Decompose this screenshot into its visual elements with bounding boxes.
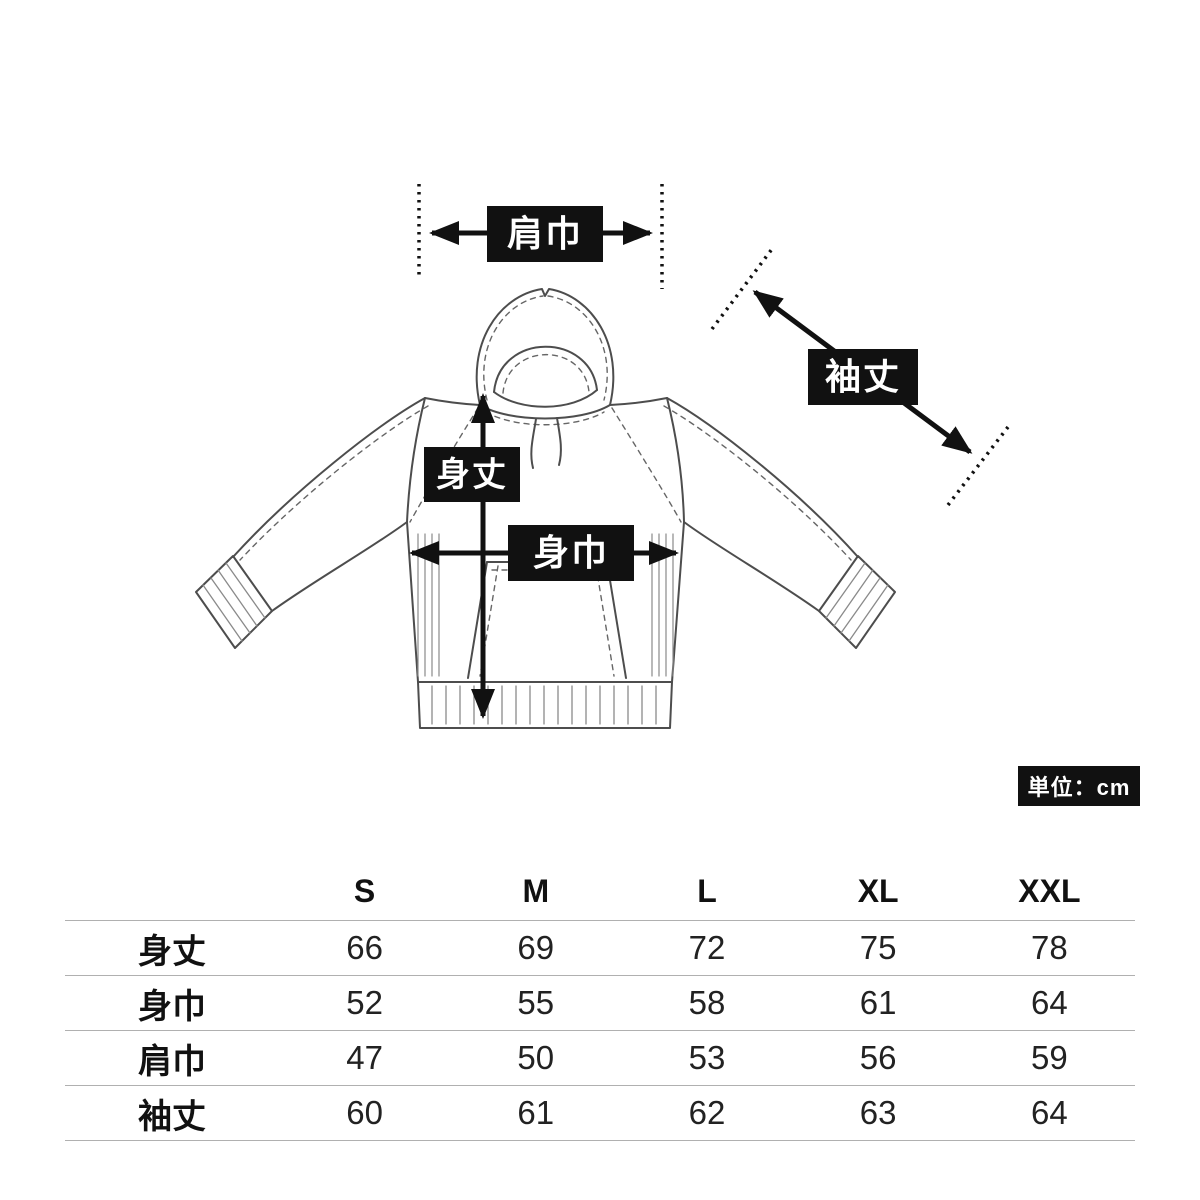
- drawstrings: [530, 417, 562, 469]
- table-row-shoulder-width: 肩巾 47 50 53 56 59: [65, 1031, 1135, 1086]
- table-row-body-width: 身巾 52 55 58 61 64: [65, 976, 1135, 1031]
- size-cell: 63: [859, 1094, 897, 1131]
- size-cell: 72: [688, 929, 726, 966]
- size-cell: 61: [859, 984, 897, 1021]
- size-cell: 56: [859, 1039, 897, 1076]
- row-label: 肩巾: [138, 1042, 206, 1081]
- size-cell: 64: [1031, 984, 1068, 1021]
- size-cell: 50: [517, 1039, 555, 1076]
- size-cell: 59: [1031, 1039, 1068, 1076]
- hood: [475, 288, 615, 426]
- size-cell: 75: [859, 929, 897, 966]
- corner-cell: [65, 862, 279, 921]
- size-cell: 66: [346, 929, 383, 966]
- row-label: 身巾: [138, 987, 206, 1026]
- hem-rib: [417, 681, 673, 729]
- table-row-sleeve-length: 袖丈 60 61 62 63 64: [65, 1086, 1135, 1141]
- size-cell: 47: [346, 1039, 383, 1076]
- size-cell: 52: [346, 984, 383, 1021]
- size-cell: 69: [517, 929, 555, 966]
- table-row-body-length: 身丈 66 69 72 75 78: [65, 921, 1135, 976]
- row-label: 身丈: [138, 932, 206, 971]
- header-row: S M L XL XXL: [65, 862, 1135, 921]
- shoulder-width-label: 肩巾: [487, 206, 603, 262]
- column-header-xl: XL: [792, 862, 964, 921]
- size-cell: 78: [1031, 929, 1068, 966]
- column-header-m: M: [450, 862, 622, 921]
- column-header-xxl: XXL: [963, 862, 1135, 921]
- sleeve-length-label: 袖丈: [808, 349, 918, 405]
- size-cell: 55: [517, 984, 555, 1021]
- column-header-s: S: [279, 862, 451, 921]
- size-cell: 60: [346, 1094, 383, 1131]
- unit-badge: 単位：cm: [1018, 766, 1140, 806]
- body-length-label: 身丈: [424, 447, 520, 502]
- left-sleeve: [195, 397, 429, 649]
- size-cell: 58: [688, 984, 726, 1021]
- body-width-label: 身巾: [508, 525, 634, 581]
- hoodie-drawing: [195, 288, 896, 729]
- size-cell: 64: [1031, 1094, 1068, 1131]
- column-header-l: L: [621, 862, 793, 921]
- size-table: S M L XL XXL 身丈 66 69 72 75 78 身巾 52 55 …: [65, 862, 1135, 1141]
- right-sleeve: [663, 397, 896, 649]
- size-cell: 61: [517, 1094, 555, 1131]
- hoodie-measurement-diagram: [195, 184, 1010, 729]
- size-cell: 53: [688, 1039, 726, 1076]
- row-label: 袖丈: [138, 1097, 206, 1136]
- size-cell: 62: [688, 1094, 726, 1131]
